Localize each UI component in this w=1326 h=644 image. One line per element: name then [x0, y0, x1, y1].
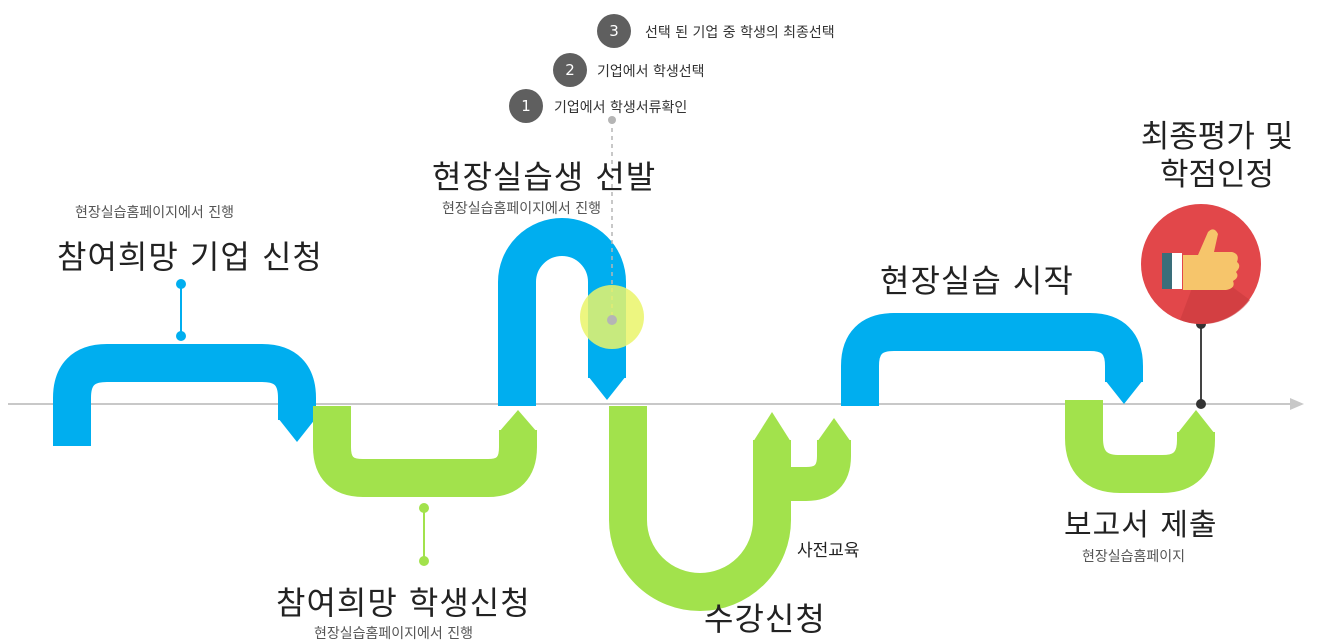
- start-title: 현장실습 시작: [880, 262, 1074, 300]
- blue-arrow-tip-3: [1105, 380, 1143, 404]
- green-valley-student: [313, 406, 537, 497]
- report-subtitle: 현장실습홈페이지: [1082, 549, 1186, 565]
- highlight-center-dot: [607, 315, 617, 325]
- green-arrow-tip-4: [1177, 410, 1215, 434]
- pre-edu-title: 사전교육: [797, 541, 860, 561]
- report-title: 보고서 제출: [1064, 508, 1218, 543]
- step-text-1: 기업에서 학생서류확인: [554, 100, 688, 116]
- step-text-3: 선택 된 기업 중 학생의 최종선택: [645, 25, 835, 41]
- green-u-course: [609, 406, 791, 611]
- blue-arch-start: [841, 313, 1143, 406]
- final-title-line2: 학점인정: [1159, 157, 1275, 193]
- selection-title: 현장실습생 선발: [432, 158, 657, 196]
- step-badge-1: 1: [509, 89, 543, 123]
- green-hook-preedu: [780, 440, 851, 501]
- company-apply-subtitle: 현장실습홈페이지에서 진행: [75, 205, 235, 221]
- final-title-line1: 최종평가 및: [1140, 119, 1294, 155]
- green-arrow-tip-2: [753, 412, 791, 442]
- step-badge-3: 3: [597, 14, 631, 48]
- pin-company-dot-bottom: [176, 331, 186, 341]
- steps-leader-dot: [608, 116, 616, 124]
- selection-subtitle: 현장실습홈페이지에서 진행: [442, 201, 602, 217]
- blue-arrow-tip-2: [588, 376, 626, 400]
- student-apply-title: 참여희망 학생신청: [276, 584, 531, 622]
- pin-student-dot-bottom: [419, 556, 429, 566]
- step-badge-2: 2: [553, 53, 587, 87]
- student-apply-subtitle: 현장실습홈페이지에서 진행: [314, 626, 474, 642]
- blue-arrow-tip-1: [278, 418, 316, 442]
- green-arrow-tip-3: [817, 418, 851, 442]
- timeline-arrow-icon: [1290, 398, 1304, 410]
- green-valley-report: [1065, 400, 1215, 493]
- final-title: 최종평가 및 학점인정: [1132, 118, 1302, 194]
- pin-company-dot-top: [176, 279, 186, 289]
- blue-arch-company: [53, 344, 316, 446]
- pin-final-dot-bottom: [1196, 399, 1206, 409]
- pin-student-dot-top: [419, 503, 429, 513]
- thumbs-up-icon: [1141, 204, 1261, 325]
- step-text-2: 기업에서 학생선택: [597, 64, 705, 80]
- course-title: 수강신청: [704, 600, 826, 638]
- blue-arch-selection: [498, 218, 626, 406]
- company-apply-title: 참여희망 기업 신청: [57, 238, 323, 276]
- green-arrow-tip-1: [499, 410, 537, 432]
